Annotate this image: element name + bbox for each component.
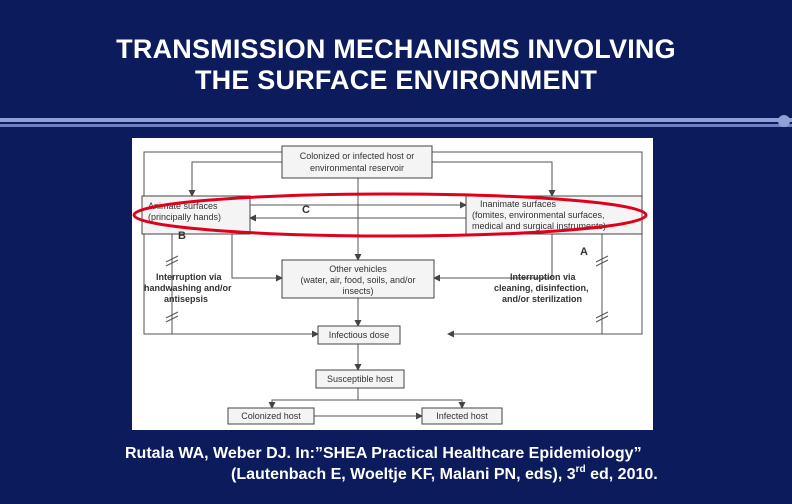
citation-line-2-end: ed, 2010. — [585, 466, 658, 483]
pathway-b-label: B — [178, 230, 186, 242]
title-line-1: TRANSMISSION MECHANISMS INVOLVING — [116, 34, 676, 64]
pathway-c-label: C — [302, 204, 310, 216]
inanimate-line-3: medical and surgical instruments) — [472, 221, 606, 231]
animate-line-2: (principally hands) — [148, 212, 221, 222]
inanimate-surfaces-box — [465, 195, 643, 235]
inanimate-line-2: (fomites, environmental surfaces, — [472, 210, 605, 220]
highlight-ellipse — [132, 192, 648, 238]
rule-end-dot — [778, 115, 790, 127]
susceptible-host-box — [315, 369, 405, 389]
citation-line-2-main: (Lautenbach E, Woeltje KF, Malani PN, ed… — [231, 466, 576, 483]
vehicles-line-2: (water, air, food, soils, and/or — [300, 275, 415, 285]
citation: Rutala WA, Weber DJ. In:”SHEA Practical … — [125, 443, 785, 485]
interrupt-right-line-3: and/or sterilization — [502, 294, 582, 304]
interrupt-right-line-1: Interruption via — [510, 272, 576, 282]
interrupt-left-line-2: handwashing and/or — [144, 283, 232, 293]
colonized-host-label: Colonized host — [241, 411, 301, 421]
reservoir-box — [281, 145, 433, 179]
slide-title: TRANSMISSION MECHANISMS INVOLVING THE SU… — [0, 34, 792, 96]
infectious-dose-label: Infectious dose — [329, 330, 390, 340]
title-line-2: THE SURFACE ENVIRONMENT — [194, 65, 598, 95]
infected-host-box — [421, 407, 503, 425]
citation-ordinal-suffix: rd — [575, 464, 586, 475]
citation-line-1: Rutala WA, Weber DJ. In:”SHEA Practical … — [125, 445, 642, 462]
title-rule-bottom — [0, 124, 792, 127]
inanimate-line-1: Inanimate surfaces — [480, 199, 557, 209]
reservoir-line-2: environmental reservoir — [310, 163, 404, 173]
animate-line-1: Animate surfaces — [148, 201, 218, 211]
pathway-a-label: A — [580, 246, 588, 258]
colonized-host-box — [227, 407, 315, 425]
vehicles-line-1: Other vehicles — [329, 264, 387, 274]
citation-line-2: (Lautenbach E, Woeltje KF, Malani PN, ed… — [125, 464, 785, 485]
interrupt-left-line-1: Interruption via — [156, 272, 222, 282]
connector-lines — [143, 151, 643, 420]
title-rule-top — [0, 118, 792, 122]
infected-host-label: Infected host — [436, 411, 488, 421]
vehicles-line-3: insects) — [342, 286, 373, 296]
transmission-diagram: Colonized or infected host or environmen… — [132, 138, 653, 430]
interrupt-left-line-3: antisepsis — [164, 294, 208, 304]
interruption-marks — [165, 255, 609, 323]
reservoir-line-1: Colonized or infected host or — [300, 151, 415, 161]
other-vehicles-box — [281, 259, 435, 299]
interrupt-right-line-2: cleaning, disinfection, — [494, 283, 589, 293]
infectious-dose-box — [317, 325, 401, 345]
susceptible-host-label: Susceptible host — [327, 374, 394, 384]
